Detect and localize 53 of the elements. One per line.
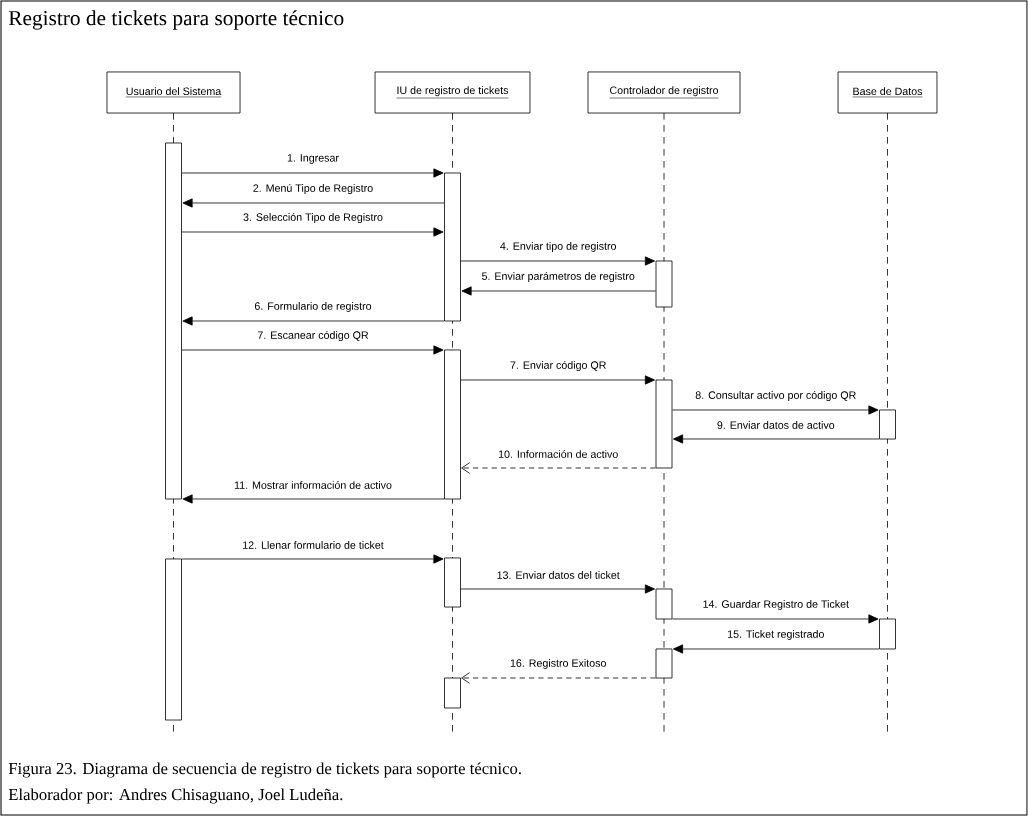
message-arrow xyxy=(461,286,656,296)
activation-bar xyxy=(655,379,673,469)
activation-bar xyxy=(444,557,461,608)
message-arrow xyxy=(672,405,879,415)
message-arrow xyxy=(672,614,879,624)
message-label: 7. Enviar código QR xyxy=(508,359,608,373)
message-arrow xyxy=(182,494,445,504)
message-arrow xyxy=(461,672,656,684)
credit-line: Elaborador por: Andres Chisaguano, Joel Ludeña. xyxy=(8,788,343,804)
activation-bar xyxy=(879,409,896,440)
message-label: 2. Menú Tipo de Registro xyxy=(251,182,375,196)
lifeline-header-box: IU de registro de tickets xyxy=(374,71,531,114)
title: Registro de tickets para soporte técnico xyxy=(8,10,344,30)
message-label: 4. Enviar tipo de registro xyxy=(498,240,618,254)
message-label: 9. Enviar datos de activo xyxy=(715,419,837,431)
lifeline-header-box: Base de Datos xyxy=(837,71,938,114)
message-label: 7. Escanear código QR xyxy=(256,329,370,343)
message-label: 13. Enviar datos del ticket xyxy=(495,569,622,581)
activation-bar xyxy=(879,618,896,650)
activation-bar xyxy=(655,260,673,308)
message-label: 15. Ticket registrado xyxy=(725,628,826,642)
message-label: 1. Ingresar xyxy=(285,152,341,166)
message-label: 11. Mostrar información de activo xyxy=(232,479,394,491)
message-label: 6. Formulario de registro xyxy=(253,300,373,314)
message-arrow xyxy=(181,554,444,564)
message-label: 8. Consultar activo por código QR xyxy=(693,389,858,403)
lifeline-header-box: Usuario del Sistema xyxy=(106,71,241,114)
caption: Figura 23. Diagrama de secuencia de registro de tickets para soporte técnico. xyxy=(8,762,521,778)
message-arrow xyxy=(181,168,444,178)
activation-bar xyxy=(444,349,461,500)
message-arrow xyxy=(673,434,880,444)
activation-bar xyxy=(655,588,673,620)
message-arrow xyxy=(460,256,655,266)
message-arrow xyxy=(181,227,444,237)
activation-bar xyxy=(655,648,673,679)
message-arrow xyxy=(460,584,655,594)
message-label: 10. Información de activo xyxy=(496,448,620,460)
activation-bar xyxy=(165,142,182,500)
message-arrow xyxy=(181,345,444,355)
message-label: 16. Registro Exitoso xyxy=(508,657,608,671)
message-arrow xyxy=(673,644,880,654)
message-label: 3. Selección Tipo de Registro xyxy=(241,211,385,225)
activation-bar xyxy=(444,677,461,709)
message-label: 14. Guardar Registro de Ticket xyxy=(701,598,851,612)
activation-bar xyxy=(165,558,182,721)
message-arrow xyxy=(460,375,655,385)
message-arrow xyxy=(182,316,445,326)
message-label: 5. Enviar parámetros de registro xyxy=(480,270,637,284)
message-arrow xyxy=(182,198,445,208)
lifeline-header-box: Controlador de registro xyxy=(587,71,741,114)
message-arrow xyxy=(461,462,656,474)
message-label: 12. Llenar formulario de ticket xyxy=(240,539,386,551)
activation-bar xyxy=(444,172,461,322)
